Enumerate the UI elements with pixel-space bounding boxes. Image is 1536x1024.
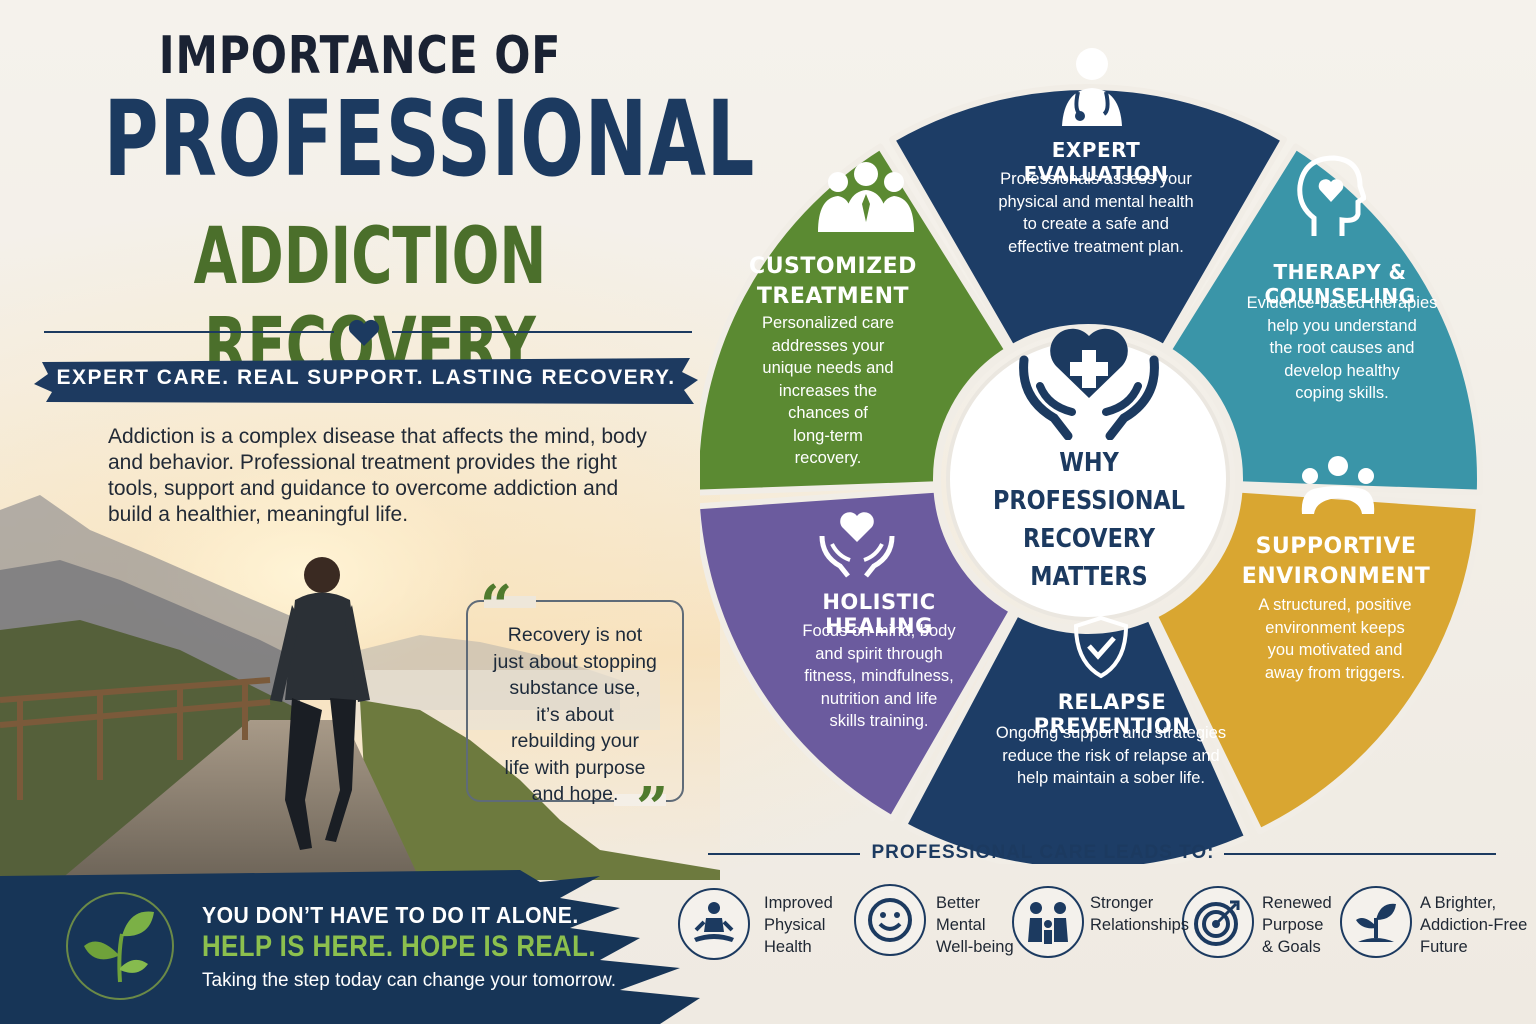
walking-person xyxy=(270,557,370,850)
holistic-healing-title: HOLISTIC HEALING xyxy=(822,590,936,638)
landscape-photo xyxy=(0,380,720,880)
cta-caption: Taking the step today can change your to… xyxy=(202,970,617,991)
customized-treatment-title: CUSTOMIZED TREATMENT xyxy=(749,254,917,309)
therapy-counseling-title: THERAPY & COUNSELING xyxy=(1264,260,1416,308)
group-hug-icon xyxy=(1301,456,1375,514)
title-line-2: PROFESSIONAL xyxy=(103,78,756,200)
intro-paragraph: Addiction is a complex disease that affe… xyxy=(108,425,647,526)
customized-treatment-text: Personalized care addresses your unique … xyxy=(761,314,895,467)
open-quote-icon: “ xyxy=(480,573,513,639)
hands-heart-icon xyxy=(819,512,895,578)
doctor-icon xyxy=(1062,48,1122,126)
tagline-banner xyxy=(34,358,698,404)
leads-divider-left xyxy=(708,853,860,855)
recovery-wheel xyxy=(700,84,1483,864)
tagline: EXPERT CARE. REAL SUPPORT. LASTING RECOV… xyxy=(56,366,676,389)
leads-title: PROFESSIONAL CARE LEADS TO: xyxy=(871,842,1215,863)
hands-medical-heart-icon xyxy=(1019,328,1159,440)
head-heart-icon xyxy=(1297,155,1366,236)
target-icon xyxy=(1182,886,1254,958)
supportive-environment-text: A structured, positive environment keeps… xyxy=(1258,596,1412,682)
title-line-1: IMPORTANCE OF xyxy=(158,26,562,86)
heart-icon xyxy=(348,319,380,346)
relapse-prevention-text: Ongoing support and strategies reduce th… xyxy=(995,724,1227,787)
shield-check-icon xyxy=(1073,615,1129,679)
title-divider-right xyxy=(392,331,692,333)
meditation-icon xyxy=(678,888,750,960)
family-icon xyxy=(1012,886,1084,958)
smiley-icon xyxy=(854,884,926,956)
leads-divider-right xyxy=(1224,853,1496,855)
cta-banner xyxy=(0,870,700,1024)
quote-text: Recovery is not just about stopping subs… xyxy=(493,624,657,805)
supportive-environment-title: SUPPORTIVE ENVIRONMENT xyxy=(1241,534,1431,589)
sprout-icon xyxy=(1340,886,1412,958)
expert-evaluation-text: Professionals assess your physical and m… xyxy=(998,170,1194,256)
sprout-leaf-icon xyxy=(84,911,154,983)
expert-evaluation-title: EXPERT EVALUATION xyxy=(1023,138,1169,186)
cta-logo xyxy=(66,892,174,1000)
therapy-counseling-text: Evidence-based therapies help you unders… xyxy=(1246,294,1438,402)
quote-box xyxy=(466,596,684,806)
relapse-prevention-title: RELAPSE PREVENTION xyxy=(1033,690,1191,738)
holistic-healing-text: Focus on mind, body and spirit through f… xyxy=(802,622,956,730)
cta-headline: YOU DON’T HAVE TO DO IT ALONE. xyxy=(202,902,579,928)
team-icon xyxy=(818,162,914,232)
close-quote-icon: ” xyxy=(636,775,669,841)
cta-subheadline: HELP IS HERE. HOPE IS REAL. xyxy=(202,930,596,963)
wheel-center-title: WHY PROFESSIONAL RECOVERY MATTERS xyxy=(993,448,1185,592)
title-divider-left xyxy=(44,331,334,333)
